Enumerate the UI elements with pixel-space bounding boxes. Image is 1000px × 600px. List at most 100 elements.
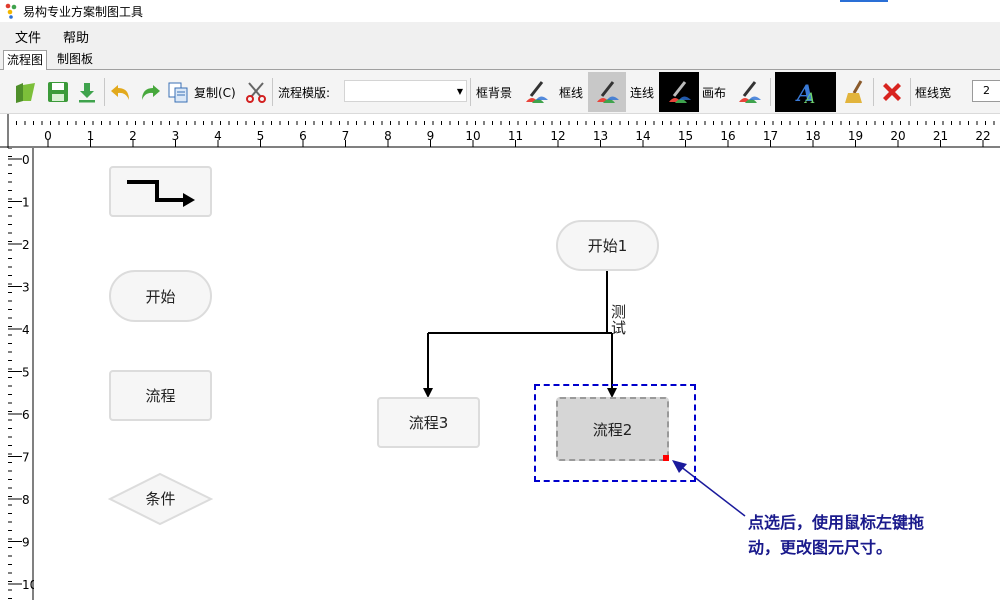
resize-handle[interactable] <box>663 455 669 461</box>
diamond-shape <box>108 472 213 526</box>
annotation-line-1: 点选后，使用鼠标左键拖 <box>748 513 925 532</box>
ruler-tick-label: 9 <box>427 129 435 143</box>
ruler-tick-label: 10 <box>465 129 480 143</box>
window-accent <box>840 0 888 2</box>
menu-bar: 文件 帮助 <box>0 22 1000 48</box>
edge-label[interactable]: 测试 <box>611 303 627 337</box>
ruler-tick-label: 6 <box>22 408 30 422</box>
clear-button[interactable] <box>840 76 870 108</box>
tab-drawing-board[interactable]: 制图板 <box>57 52 94 66</box>
ruler-tick-label: 22 <box>975 129 990 143</box>
window-title: 易构专业方案制图工具 <box>23 5 144 19</box>
toolbar-separator <box>104 78 105 106</box>
ruler-tick-label: 3 <box>172 129 180 143</box>
ruler-tick-label: 7 <box>342 129 350 143</box>
ruler-tick-label: 14 <box>635 129 650 143</box>
close-icon <box>883 83 901 101</box>
process-node-3-label: 流程3 <box>408 414 449 432</box>
undo-icon <box>111 85 129 100</box>
copy-icon <box>168 82 188 103</box>
ruler-tick-label: 10 <box>22 578 34 592</box>
redo-icon <box>142 85 160 100</box>
start-node[interactable]: 开始1 <box>556 220 659 271</box>
toolbar-separator <box>910 78 911 106</box>
annotation-line-2: 动，更改图元尺寸。 <box>748 538 893 557</box>
ruler-tick-label: 5 <box>257 129 265 143</box>
ruler-tick-label: 8 <box>22 493 30 507</box>
ruler-tick-label: 1 <box>87 129 95 143</box>
arrowhead <box>607 388 617 398</box>
box-line-color-button[interactable] <box>588 72 626 112</box>
ruler-tick-label: 5 <box>22 366 30 380</box>
ruler-tick-label: 11 <box>508 129 523 143</box>
ruler-tick-label: 6 <box>299 129 307 143</box>
process-node-2-selected[interactable]: 流程2 <box>556 397 669 461</box>
menu-file[interactable]: 文件 <box>15 31 42 46</box>
ruler-tick-label: 16 <box>720 129 735 143</box>
palette-process-label: 流程 <box>145 387 176 405</box>
annotation-note: 点选后，使用鼠标左键拖 动，更改图元尺寸。 <box>748 510 978 560</box>
process-node-3[interactable]: 流程3 <box>377 397 480 448</box>
arrowhead <box>423 388 433 398</box>
palette-connector[interactable] <box>109 166 212 217</box>
palette-condition[interactable]: 条件 <box>108 472 213 526</box>
undo-button[interactable] <box>107 76 135 108</box>
toolbar-separator <box>272 78 273 106</box>
color-dropper-icon <box>597 81 619 103</box>
selection-box <box>534 384 696 482</box>
save-icon <box>48 82 68 102</box>
toolbar: 复制(C) 流程模版: ▼ 框背景 框线 连线 <box>0 70 1000 114</box>
ruler-tick-label: 3 <box>22 281 30 295</box>
ruler-tick-label: 0 <box>44 129 52 143</box>
canvas-color-button[interactable] <box>733 76 765 108</box>
ruler-tick-label: 19 <box>848 129 863 143</box>
palette-start[interactable]: 开始 <box>109 270 212 322</box>
svg-text:A: A <box>795 81 814 107</box>
ruler-tick-label: 20 <box>890 129 905 143</box>
open-button[interactable] <box>12 76 40 108</box>
ruler-tick-label: 21 <box>933 129 948 143</box>
redo-button[interactable] <box>136 76 164 108</box>
ruler-tick-label: 9 <box>22 536 30 550</box>
menu-help[interactable]: 帮助 <box>63 31 90 46</box>
color-dropper-icon <box>526 81 548 103</box>
palette-condition-label: 条件 <box>145 490 176 508</box>
export-button[interactable] <box>74 76 100 108</box>
connector-color-button[interactable] <box>659 72 699 112</box>
box-line-label: 框线 <box>559 86 584 100</box>
ruler-tick-label: 4 <box>214 129 222 143</box>
svg-text:A: A <box>803 91 815 107</box>
open-folder-icon <box>16 83 35 103</box>
color-dropper-icon <box>669 81 691 103</box>
broom-icon <box>845 80 863 103</box>
save-button[interactable] <box>44 76 72 108</box>
box-background-color-button[interactable] <box>520 76 552 108</box>
download-icon <box>79 83 95 103</box>
ruler-tick-label: 4 <box>22 323 30 337</box>
toolbar-separator <box>873 78 874 106</box>
cut-button[interactable] <box>243 76 269 108</box>
scissors-icon <box>246 82 266 103</box>
canvas-label: 画布 <box>702 86 727 100</box>
ruler-tick-label: 7 <box>22 451 30 465</box>
line-width-input[interactable]: 2 <box>972 80 1000 102</box>
app-icon <box>5 3 17 19</box>
palette-process[interactable]: 流程 <box>109 370 212 421</box>
delete-button[interactable] <box>877 76 907 108</box>
copy-button[interactable]: 复制(C) <box>194 86 236 100</box>
font-button[interactable]: A A <box>775 72 836 112</box>
ruler-tick-label: 1 <box>22 196 30 210</box>
template-select[interactable]: ▼ <box>344 80 467 102</box>
annotation-arrowhead <box>672 460 687 473</box>
tab-flowchart[interactable]: 流程图 <box>3 50 48 71</box>
template-label: 流程模版: <box>278 86 331 100</box>
ruler-tick-label: 12 <box>550 129 565 143</box>
ruler-tick-label: 2 <box>129 129 137 143</box>
ruler-tick-label: 8 <box>384 129 392 143</box>
copy-icon-button[interactable] <box>164 76 192 108</box>
connector-label: 连线 <box>630 86 655 100</box>
process-node-2-label: 流程2 <box>592 420 633 439</box>
